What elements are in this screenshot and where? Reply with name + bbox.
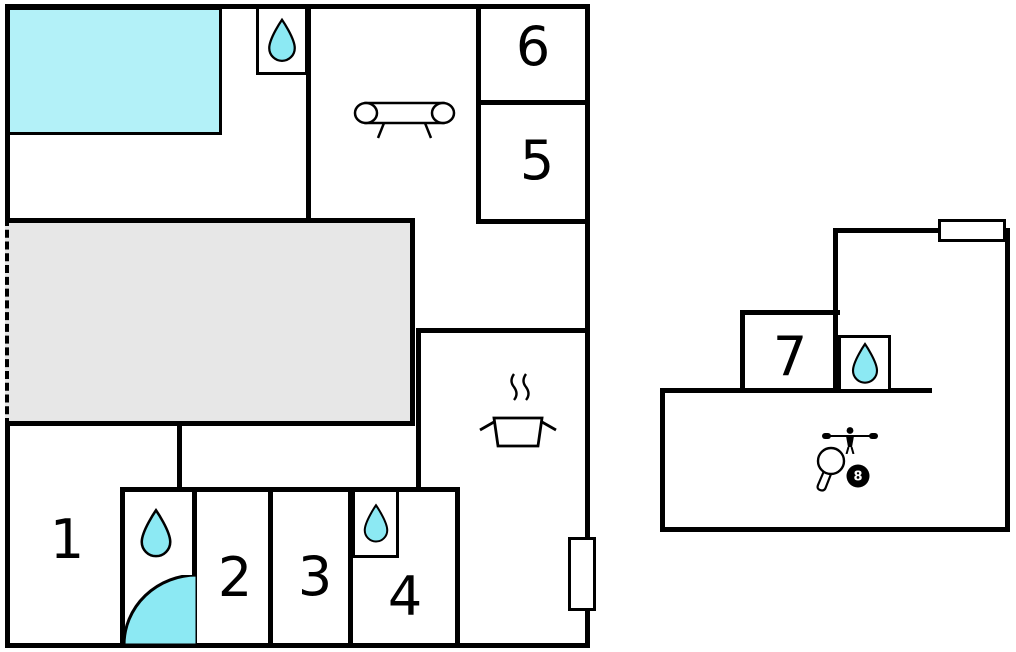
water-drop-icon [140,508,172,558]
wall-room5-bottom [476,219,590,224]
room-label-6: 6 [515,15,551,78]
room-label-1: 1 [49,508,85,571]
wall-kitchen-left [416,328,421,492]
wall-hall-divider [177,422,182,492]
room-label-7: 7 [772,325,808,388]
wall-room2-left [192,487,197,648]
wall-room6-room5-divider [476,100,590,105]
foosball-player-icon [822,427,878,454]
cooking-pot-icon [479,373,557,448]
wall-kitchen-top [416,328,590,333]
wall-upper-bottom [660,527,1010,532]
room-label-2: 2 [217,546,253,609]
room-label-4: 4 [387,565,423,628]
sofa-icon [353,101,456,139]
water-drop-icon [851,341,878,384]
pool-rectangle [7,7,222,135]
window-marker [938,219,1006,242]
wall-room3-left [268,487,273,648]
wall-bathroom-left [120,487,125,648]
terrace [5,218,415,426]
wall-upper-right [1005,228,1010,532]
wall-room7-top [740,310,840,315]
window-marker [568,537,596,611]
wall-upper-top [833,228,1010,233]
shower-box-upper [838,335,891,392]
wall-room4-left [348,487,353,648]
wall-room7-right [833,228,838,393]
wall-upper-left [660,388,665,532]
room-label-3: 3 [297,545,333,608]
shower-box-bedroom [256,9,308,75]
wall-upper-mid-horizontal [660,388,932,393]
eight-ball-label: 8 [853,470,862,485]
eight-ball-icon: 8 [846,464,870,488]
shower-quarter-circle [124,575,197,645]
wall-left-lower [5,422,10,648]
room-label-5: 5 [519,129,555,192]
table-tennis-paddle-icon: 8 [816,446,870,492]
wall-room7-left [740,310,745,393]
shower-box-room4 [352,492,399,558]
wall-room4-right [455,487,460,648]
wall-bottom [5,643,590,648]
wall-bedrooms-top [120,487,460,492]
wall-top [5,4,590,9]
wall-bedroom-right [306,4,311,223]
water-drop-icon [363,502,388,542]
wall-right [585,4,590,648]
wall-rooms56-left [476,4,481,224]
water-drop-icon [268,17,296,62]
